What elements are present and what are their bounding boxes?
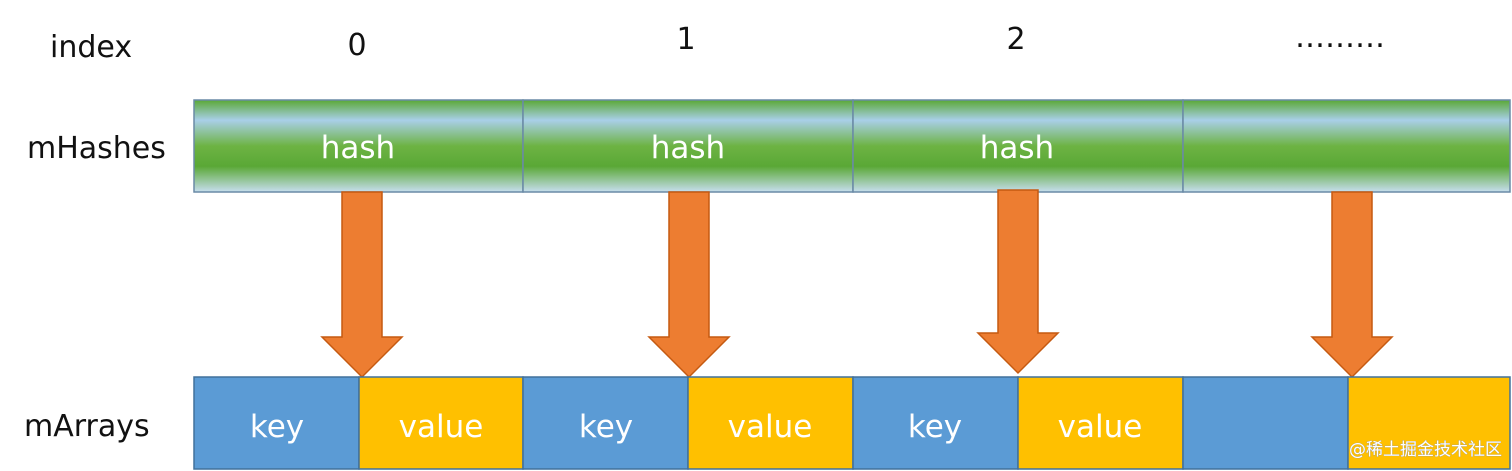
value-cell-0 [358, 376, 524, 470]
value-label-0: value [399, 409, 484, 445]
marrays-row: key value key value key value [193, 376, 1511, 470]
mhashes-row-label: mHashes [27, 131, 166, 166]
key-cell-2 [852, 376, 1019, 470]
index-label-0: 0 [347, 28, 366, 63]
hash-cell-label-1: hash [651, 130, 725, 166]
key-label-1: key [579, 409, 633, 445]
arrow-down-1 [647, 191, 731, 379]
value-cell-1 [687, 376, 854, 470]
watermark: @稀土掘金技术社区 [1349, 440, 1502, 460]
key-cell-1 [522, 376, 689, 470]
mhashes-row: hash hash hash [193, 99, 1511, 193]
key-label-2: key [908, 409, 962, 445]
index-label-2: 2 [1006, 22, 1025, 57]
index-label-ellipsis: ……… [1295, 20, 1385, 55]
arrow-down-0 [320, 191, 404, 379]
hash-cell-1 [522, 99, 854, 193]
hash-cell-3 [1182, 99, 1511, 193]
value-label-1: value [728, 409, 813, 445]
hash-cell-0 [193, 99, 524, 193]
hash-cell-label-0: hash [321, 130, 395, 166]
marrays-row-label: mArrays [24, 409, 150, 444]
index-label-1: 1 [676, 22, 695, 57]
key-label-0: key [250, 409, 304, 445]
key-cell-3 [1182, 376, 1349, 470]
arrows [320, 189, 1394, 379]
hash-cell-2 [852, 99, 1184, 193]
key-cell-0 [193, 376, 360, 470]
arrow-down-3 [1310, 191, 1394, 379]
arrow-down-2 [976, 189, 1060, 375]
hash-cell-label-2: hash [980, 130, 1054, 166]
value-cell-2 [1017, 376, 1184, 470]
value-label-2: value [1058, 409, 1143, 445]
index-row-label: index [50, 30, 132, 65]
value-cell-3 [1347, 376, 1511, 470]
